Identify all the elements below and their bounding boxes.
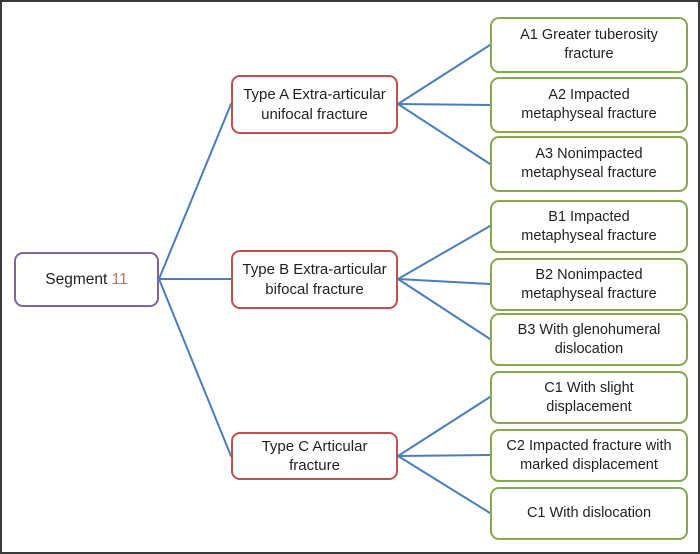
node-type-a-label: Type A Extra-articular unifocal fracture (243, 86, 386, 123)
edge-type-a-to-a3 (397, 103, 491, 165)
node-a3-label: A3 Nonimpacted metaphyseal fracture (521, 146, 657, 181)
node-c1[interactable]: C1 With slight displacement (490, 371, 688, 424)
node-segment-11-prefix: Segment (45, 270, 112, 288)
edge-type-a-to-a2 (397, 103, 491, 106)
edge-type-c-to-c1 (397, 396, 491, 457)
edge-root-to-type-c (158, 278, 232, 457)
edge-type-c-to-c2 (397, 454, 491, 457)
node-type-b[interactable]: Type B Extra-articular bifocal fracture (231, 250, 398, 309)
edge-type-b-to-b1 (397, 225, 491, 280)
node-a3[interactable]: A3 Nonimpacted metaphyseal fracture (490, 136, 688, 192)
node-c2-label: C2 Impacted fracture with marked displac… (506, 437, 672, 473)
node-c2[interactable]: C2 Impacted fracture with marked displac… (490, 429, 688, 482)
node-b1-label: B1 Impacted metaphyseal fracture (521, 208, 657, 244)
node-type-b-label: Type B Extra-articular bifocal fracture (242, 261, 387, 298)
node-a2[interactable]: A2 Impacted metaphyseal fracture (490, 77, 688, 133)
node-a1-label: A1 Greater tuberosity fracture (520, 27, 658, 62)
node-type-a[interactable]: Type A Extra-articular unifocal fracture (231, 75, 398, 134)
node-a1[interactable]: A1 Greater tuberosity fracture (490, 17, 688, 73)
node-a2-label: A2 Impacted metaphyseal fracture (521, 87, 657, 122)
node-b2-label: B2 Nonimpacted metaphyseal fracture (521, 266, 657, 302)
edge-type-b-to-b3 (397, 278, 491, 340)
edge-type-b-to-b2 (397, 278, 491, 285)
node-type-c[interactable]: Type C Articular fracture (231, 432, 398, 480)
node-c3-label: C1 With dislocation (526, 505, 652, 522)
node-segment-11[interactable]: Segment 11 (14, 252, 159, 307)
node-segment-11-label: Segment 11 (38, 270, 134, 290)
edge-type-a-to-a1 (397, 44, 491, 105)
node-type-c-label: Type C Articular fracture (261, 437, 368, 474)
edge-root-to-type-a (158, 103, 232, 280)
node-c1-label: C1 With slight displacement (544, 379, 634, 415)
node-b3[interactable]: B3 With glenohumeral dislocation (490, 313, 688, 366)
node-b1[interactable]: B1 Impacted metaphyseal fracture (490, 200, 688, 253)
node-b2[interactable]: B2 Nonimpacted metaphyseal fracture (490, 258, 688, 311)
node-b3-label: B3 With glenohumeral dislocation (517, 321, 661, 357)
node-c3[interactable]: C1 With dislocation (490, 487, 688, 540)
node-segment-11-number: 11 (111, 270, 128, 288)
edge-type-c-to-c3 (397, 455, 491, 514)
